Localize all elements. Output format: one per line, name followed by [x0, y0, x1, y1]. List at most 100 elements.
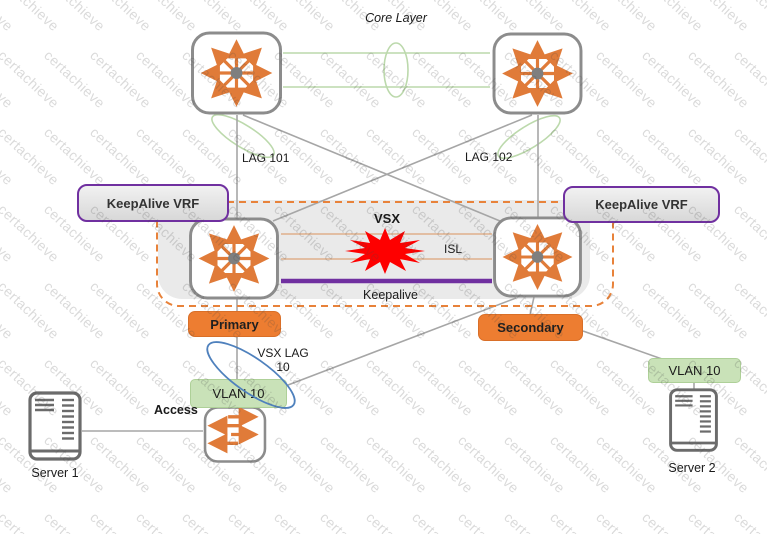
watermark-text: certachieve — [639, 47, 707, 112]
secondary-badge: Secondary — [478, 314, 583, 341]
watermark-text: certachieve — [685, 278, 753, 343]
watermark-text: certachieve — [225, 509, 292, 534]
watermark-text: certachieve — [731, 278, 767, 343]
watermark-text: certachieve — [547, 509, 614, 534]
server-2-icon — [667, 388, 720, 454]
lag-101-label: LAG 101 — [242, 151, 290, 165]
vsx-lag-label-line1: VSX LAG — [257, 346, 309, 360]
vsx-lag-label-line2: 10 — [276, 360, 290, 374]
watermark-text: certachieve — [133, 509, 200, 534]
watermark-text: certachieve — [133, 432, 201, 497]
watermark-text: certachieve — [547, 432, 615, 497]
watermark-text: certachieve — [317, 47, 385, 112]
watermark-text: certachieve — [41, 509, 108, 534]
watermark-text: certachieve — [87, 278, 155, 343]
watermark-text: certachieve — [363, 355, 431, 420]
watermark-text: certachieve — [0, 201, 63, 266]
vlan10-left-box: VLAN 10 — [190, 379, 287, 408]
watermark-text: certachieve — [547, 0, 615, 35]
watermark-text: certachieve — [133, 124, 201, 189]
watermark-text: certachieve — [685, 509, 752, 534]
watermark-text: certachieve — [731, 47, 767, 112]
failure-starburst-icon — [345, 228, 425, 274]
watermark-text: certachieve — [41, 47, 109, 112]
watermark-text: certachieve — [41, 124, 109, 189]
watermark-text: certachieve — [0, 0, 63, 35]
watermark-text: certachieve — [225, 0, 293, 35]
watermark-text: certachieve — [455, 355, 523, 420]
core-lag-ellipse — [383, 42, 409, 98]
access-switch-icon — [203, 406, 267, 463]
watermark-text: certachieve — [0, 47, 17, 112]
watermark-text: certachieve — [87, 355, 155, 420]
watermark-text: certachieve — [87, 124, 155, 189]
watermark-text: certachieve — [593, 47, 661, 112]
keepalive-vrf-right-box: KeepAlive VRF — [563, 186, 720, 223]
watermark-text: certachieve — [0, 201, 17, 266]
core-switch-right-icon — [492, 32, 583, 115]
server-1-label: Server 1 — [31, 466, 79, 480]
watermark-text: certachieve — [0, 509, 62, 534]
watermark-text: certachieve — [179, 0, 247, 35]
watermark-text: certachieve — [87, 47, 155, 112]
watermark-text: certachieve — [547, 355, 615, 420]
vsx-lag-label: VSX LAG 10 — [252, 346, 314, 374]
core-switch-left-icon — [190, 31, 283, 115]
watermark-text: certachieve — [593, 278, 661, 343]
watermark-text: certachieve — [0, 124, 63, 189]
watermark-text: certachieve — [731, 124, 767, 189]
watermark-text: certachieve — [363, 124, 431, 189]
watermark-text: certachieve — [501, 509, 568, 534]
watermark-text: certachieve — [363, 432, 431, 497]
watermark-text: certachieve — [87, 0, 155, 35]
watermark-text: certachieve — [639, 509, 706, 534]
lag-102-label: LAG 102 — [465, 150, 513, 164]
watermark-text: certachieve — [271, 432, 339, 497]
watermark-text: certachieve — [0, 0, 17, 35]
server-2-label: Server 2 — [668, 461, 716, 475]
watermark-text: certachieve — [0, 432, 17, 497]
watermark-text: certachieve — [271, 509, 338, 534]
watermark-text: certachieve — [409, 47, 477, 112]
core-layer-title: Core Layer — [365, 11, 427, 25]
vsx-switch-secondary-icon — [492, 216, 583, 298]
primary-badge: Primary — [188, 311, 281, 337]
watermark-text: certachieve — [639, 124, 707, 189]
watermark-text: certachieve — [317, 432, 385, 497]
watermark-text: certachieve — [501, 355, 569, 420]
watermark-text: certachieve — [639, 0, 707, 35]
keepalive-vrf-left-box: KeepAlive VRF — [77, 184, 229, 222]
watermark-text: certachieve — [179, 124, 247, 189]
watermark-text: certachieve — [0, 124, 17, 189]
watermark-text: certachieve — [41, 278, 109, 343]
watermark-text: certachieve — [731, 0, 767, 35]
watermark-text: certachieve — [455, 432, 523, 497]
watermark-text: certachieve — [363, 509, 430, 534]
vlan10-right-box: VLAN 10 — [648, 358, 741, 383]
watermark-text: certachieve — [501, 0, 569, 35]
watermark-text: certachieve — [731, 509, 767, 534]
watermark-text: certachieve — [593, 509, 660, 534]
access-label: Access — [154, 403, 198, 417]
watermark-text: certachieve — [363, 47, 431, 112]
watermark-text: certachieve — [455, 509, 522, 534]
watermark-text: certachieve — [317, 355, 385, 420]
watermark-text: certachieve — [685, 47, 753, 112]
watermark-text: certachieve — [639, 278, 707, 343]
watermark-text: certachieve — [731, 201, 767, 266]
watermark-text: certachieve — [271, 278, 339, 343]
watermark-text: certachieve — [731, 432, 767, 497]
watermark-text: certachieve — [0, 278, 63, 343]
watermark-text: certachieve — [179, 509, 246, 534]
watermark-text: certachieve — [0, 509, 16, 534]
watermark-text: certachieve — [501, 432, 569, 497]
watermark-text: certachieve — [317, 509, 384, 534]
watermark-text: certachieve — [317, 124, 385, 189]
watermark-text: certachieve — [409, 432, 477, 497]
watermark-text: certachieve — [0, 355, 17, 420]
watermark-text: certachieve — [455, 0, 523, 35]
